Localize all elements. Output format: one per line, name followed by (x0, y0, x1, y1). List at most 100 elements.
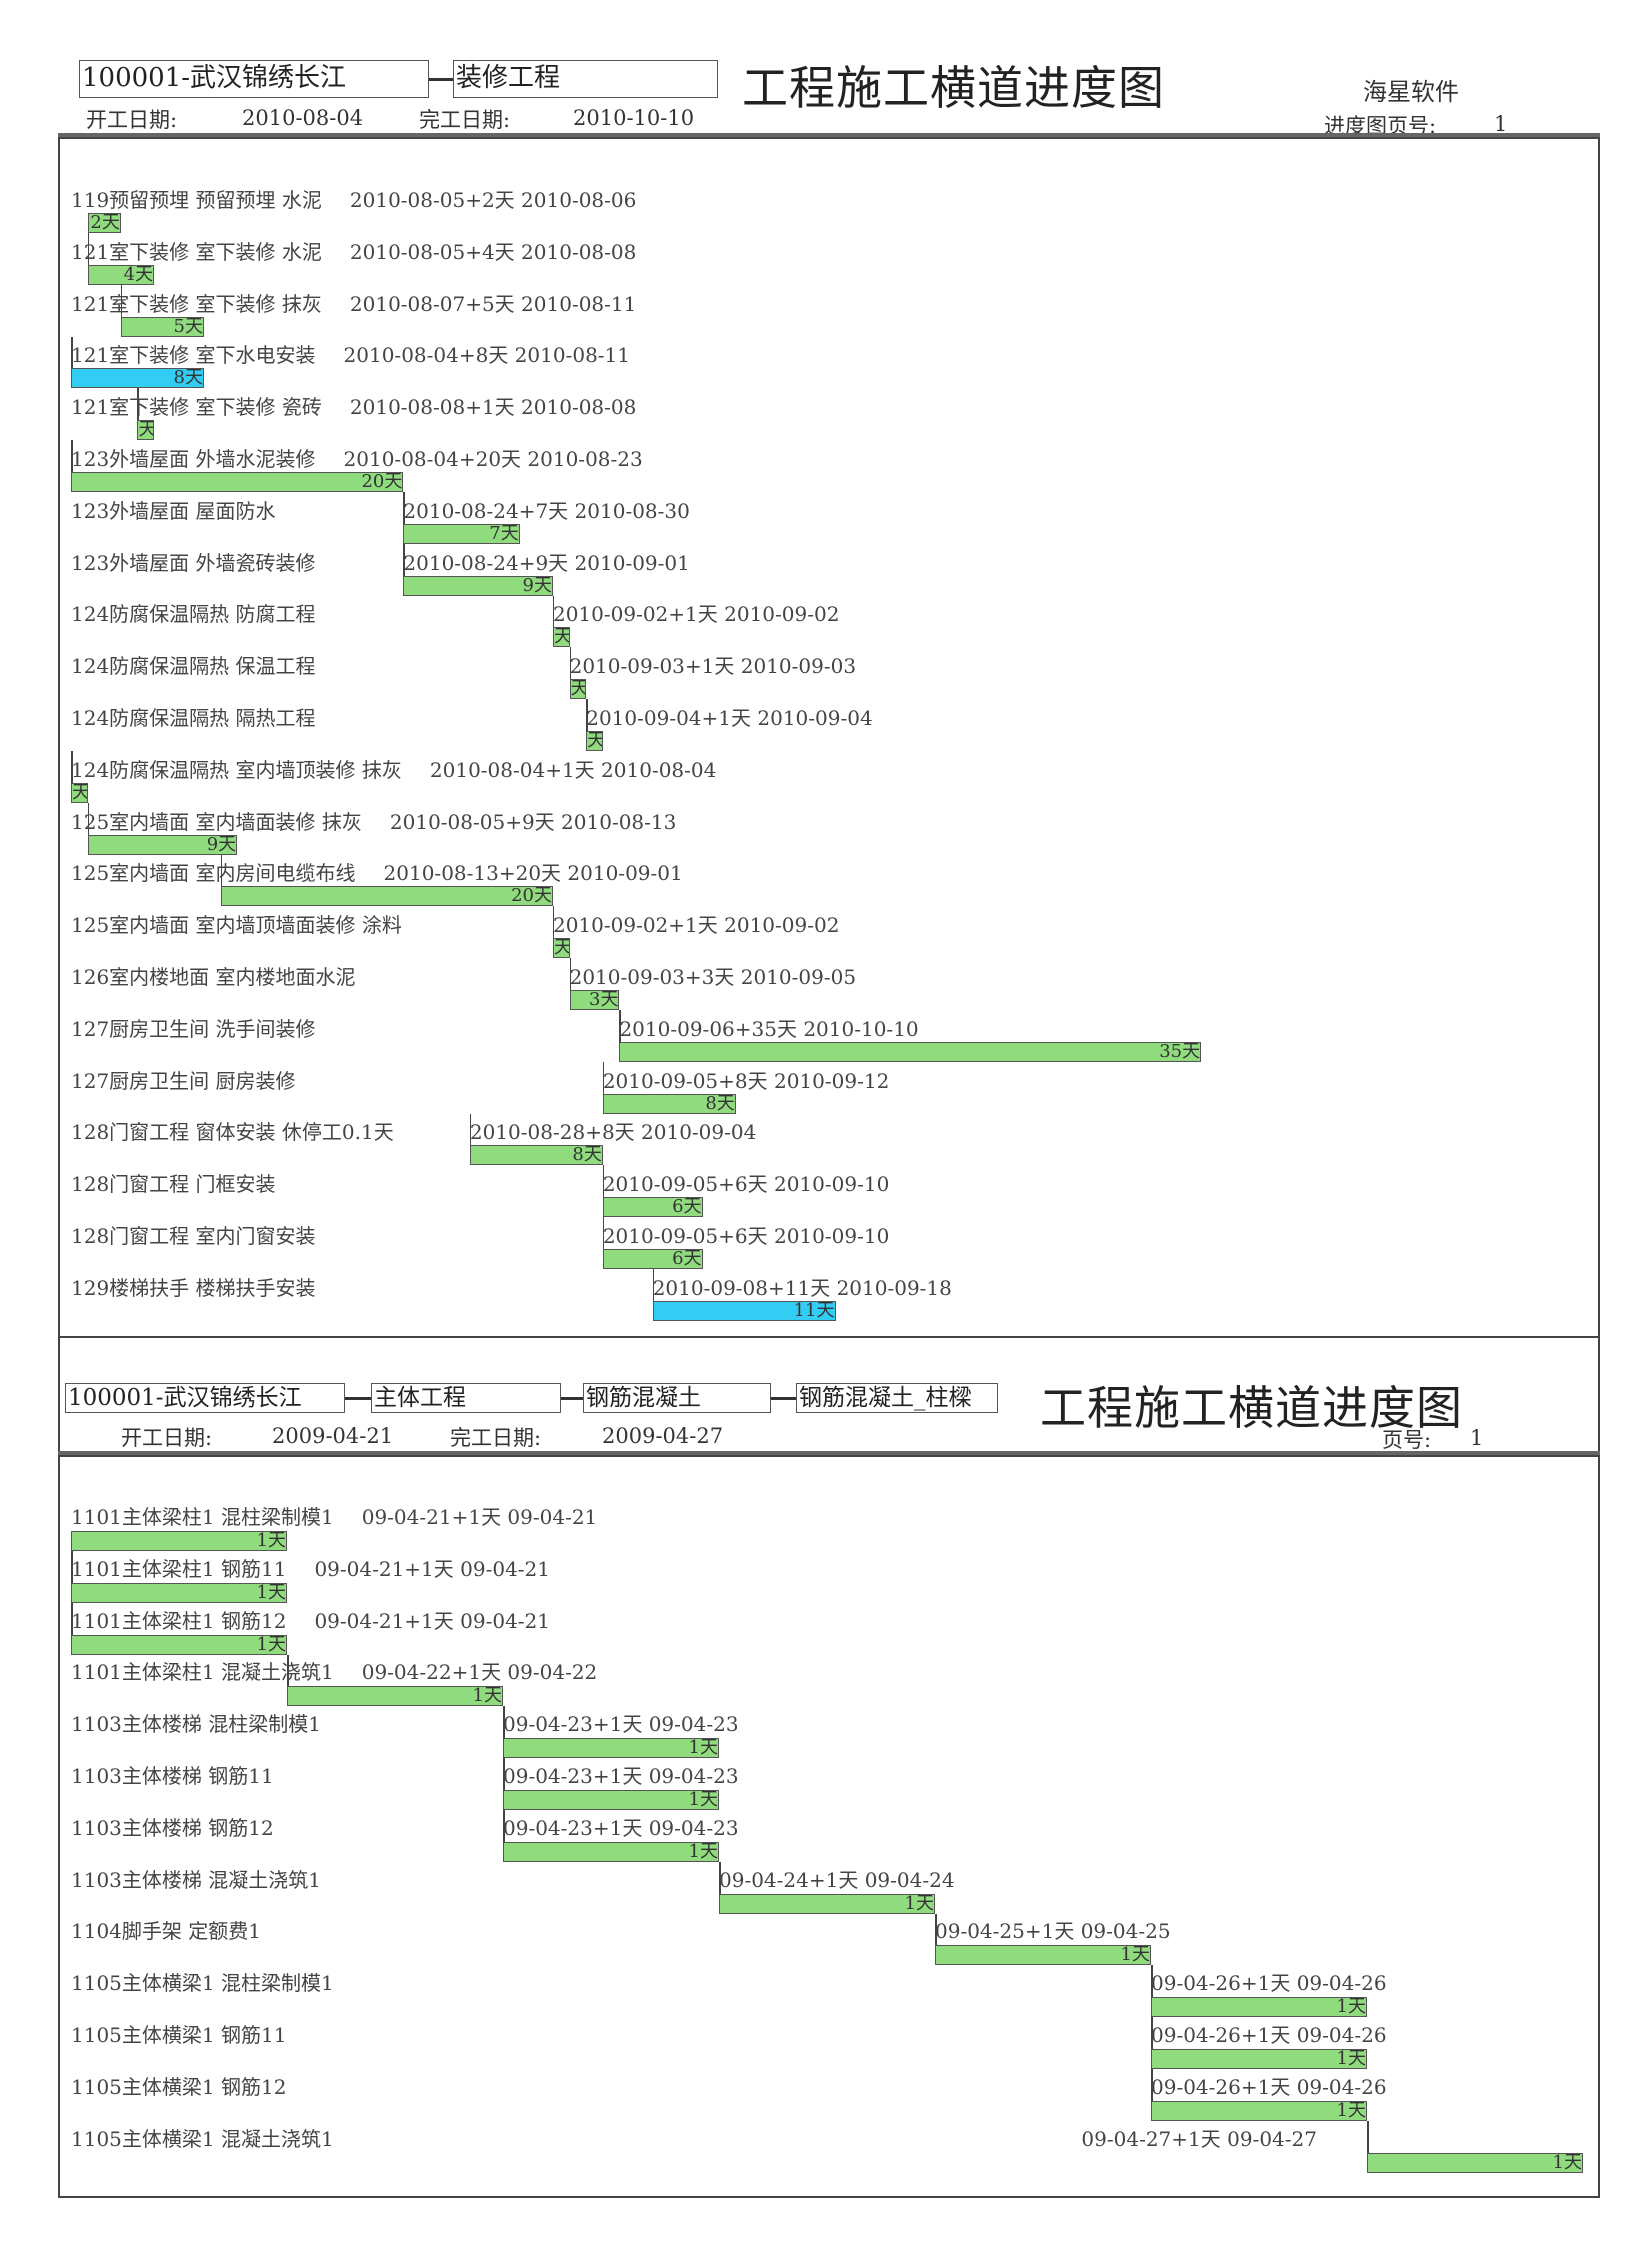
category-box-2: 主体工程 (371, 1383, 561, 1413)
gantt-bar: 天 (569, 679, 587, 700)
task-dates: 09-04-23+1天 09-04-23 (503, 1764, 739, 1788)
gantt-bar: 20天 (220, 886, 553, 907)
gantt-bar: 1天 (71, 1582, 287, 1603)
task-label: 128门窗工程 室内门窗安装 (71, 1224, 316, 1248)
dependency-line (586, 699, 588, 731)
dependency-line (552, 906, 555, 939)
task-label: 1101主体梁柱1 混凝土浇筑1 (71, 1660, 334, 1685)
gantt-bar: 8天 (469, 1145, 603, 1166)
task-dates: 2010-09-04+1天 2010-09-04 (586, 706, 873, 730)
task-dates: 09-04-24+1天 09-04-24 (719, 1867, 955, 1892)
task-label: 123外墙屋面 外墙水泥装修 (71, 447, 316, 471)
task-label: 121室下装修 室下装修 瓷砖 (71, 395, 322, 420)
task-dates: 09-04-26+1天 09-04-26 (1151, 1971, 1387, 1996)
dependency-line (71, 336, 73, 369)
task-label: 1105主体横梁1 混柱梁制模1 (71, 1971, 334, 1996)
header-2-frame (58, 1338, 1600, 1453)
dependency-line (71, 751, 73, 783)
gantt-bar: 5天 (120, 316, 204, 337)
task-dates: 09-04-21+1天 09-04-21 (314, 1556, 551, 1581)
gantt-bar: 20天 (71, 472, 404, 492)
project-box-2: 100001-武汉锦绣长江 (65, 1383, 345, 1413)
task-dates: 2010-09-02+1天 2010-09-02 (552, 913, 840, 938)
dependency-line (503, 1706, 505, 1739)
dependency-line (569, 958, 572, 990)
item-box-2: 钢筋混凝土_柱樑 (796, 1383, 998, 1413)
gantt-bar: 1天 (1367, 2152, 1583, 2173)
task-label: 1105主体横梁1 钢筋12 (71, 2074, 287, 2099)
task-dates: 2010-09-03+1天 2010-09-03 (569, 654, 857, 679)
end-date: 2010-10-10 (573, 106, 695, 130)
task-dates: 09-04-21+1天 09-04-21 (314, 1608, 551, 1633)
task-label: 1103主体楼梯 钢筋12 (71, 1815, 274, 1840)
frame-top-rule-2 (58, 1451, 1600, 1455)
task-dates: 2010-08-05+9天 2010-08-13 (389, 809, 677, 834)
task-label: 119预留预埋 预留预埋 水泥 (71, 188, 322, 212)
page-title-2: 工程施工横道进度图 (1040, 1381, 1463, 1435)
gantt-bar-critical: 8天 (71, 368, 204, 389)
gantt-bar: 1天 (71, 1634, 287, 1655)
dependency-line (503, 1810, 505, 1842)
gantt-bar: 35天 (619, 1041, 1202, 1062)
task-label: 1103主体楼梯 混柱梁制模1 (71, 1712, 321, 1737)
task-label: 125室内墙面 室内墙面装修 抹灰 (71, 809, 362, 834)
gantt-bar: 3天 (569, 990, 620, 1010)
task-dates: 2010-09-08+11天 2010-09-18 (652, 1275, 952, 1300)
header-connector (345, 1397, 371, 1400)
task-label: 124防腐保温隔热 室内墙顶装修 抹灰 (71, 757, 402, 782)
dependency-line (403, 492, 405, 524)
task-dates: 2010-08-07+5天 2010-08-11 (349, 291, 637, 316)
dependency-line (552, 595, 555, 628)
vendor-name: 海星软件 (1363, 78, 1459, 106)
task-dates: 2010-08-28+8天 2010-09-04 (469, 1120, 757, 1145)
task-label: 123外墙屋面 外墙瓷砖装修 (71, 550, 316, 575)
task-dates: 2010-08-24+7天 2010-08-30 (403, 498, 690, 523)
task-label: 128门窗工程 窗体安装 休停工0.1天 (71, 1120, 394, 1145)
task-dates: 09-04-25+1天 09-04-25 (935, 1919, 1171, 1944)
start-date-label-2: 开工日期: (121, 1426, 213, 1450)
dependency-line (469, 1113, 472, 1146)
gantt-bar: 2天 (87, 213, 121, 233)
dependency-line (569, 647, 572, 680)
gantt-bar: 6天 (602, 1197, 703, 1218)
start-date: 2010-08-04 (242, 106, 364, 130)
dependency-line (619, 1010, 621, 1042)
task-label: 1101主体梁柱1 钢筋11 (71, 1556, 287, 1581)
task-label: 121室下装修 室下水电安装 (71, 343, 316, 368)
page-number-label-2: 页号: (1382, 1428, 1432, 1452)
task-label: 126室内楼地面 室内楼地面水泥 (71, 965, 356, 989)
gantt-bar: 天 (552, 938, 570, 959)
task-label: 127厨房卫生间 厨房装修 (71, 1068, 296, 1093)
dependency-line (719, 1861, 721, 1894)
task-dates: 2010-09-05+8天 2010-09-12 (602, 1068, 890, 1093)
dependency-line (287, 1654, 289, 1687)
task-label: 127厨房卫生间 洗手间装修 (71, 1016, 316, 1041)
task-label: 1105主体横梁1 混凝土浇筑1 (71, 2126, 334, 2151)
dependency-line (503, 1758, 505, 1790)
dependency-line (220, 854, 223, 887)
gantt-bar: 1天 (1151, 1997, 1367, 2018)
task-dates: 2010-09-05+6天 2010-09-10 (602, 1172, 890, 1197)
end-date-2: 2009-04-27 (602, 1424, 724, 1448)
task-dates: 2010-09-03+3天 2010-09-05 (569, 965, 857, 989)
dependency-line (120, 284, 123, 317)
end-date-label-2: 完工日期: (450, 1426, 542, 1450)
task-dates: 2010-08-08+1天 2010-08-08 (349, 395, 637, 420)
task-label: 1101主体梁柱1 混柱梁制模1 (71, 1505, 334, 1529)
dependency-line (71, 440, 73, 472)
gantt-bar: 1天 (1151, 2049, 1367, 2069)
gantt-bar: 天 (71, 782, 88, 803)
task-label: 1105主体横梁1 钢筋11 (71, 2023, 287, 2047)
subcategory-box-2: 钢筋混凝土 (583, 1383, 771, 1413)
dependency-line (602, 1061, 605, 1094)
dependency-line (935, 1913, 937, 1946)
gantt-bar: 1天 (503, 1841, 719, 1862)
task-label: 125室内墙面 室内房间电缆布线 (71, 861, 356, 886)
gantt-bar: 1天 (503, 1738, 719, 1759)
gantt-bar: 天 (552, 627, 570, 648)
gantt-bar: 1天 (503, 1790, 719, 1810)
task-label: 129楼梯扶手 楼梯扶手安装 (71, 1275, 316, 1300)
task-dates: 2010-09-05+6天 2010-09-10 (602, 1224, 890, 1248)
task-label: 1103主体楼梯 钢筋11 (71, 1764, 274, 1788)
gantt-bar: 天 (137, 420, 155, 441)
